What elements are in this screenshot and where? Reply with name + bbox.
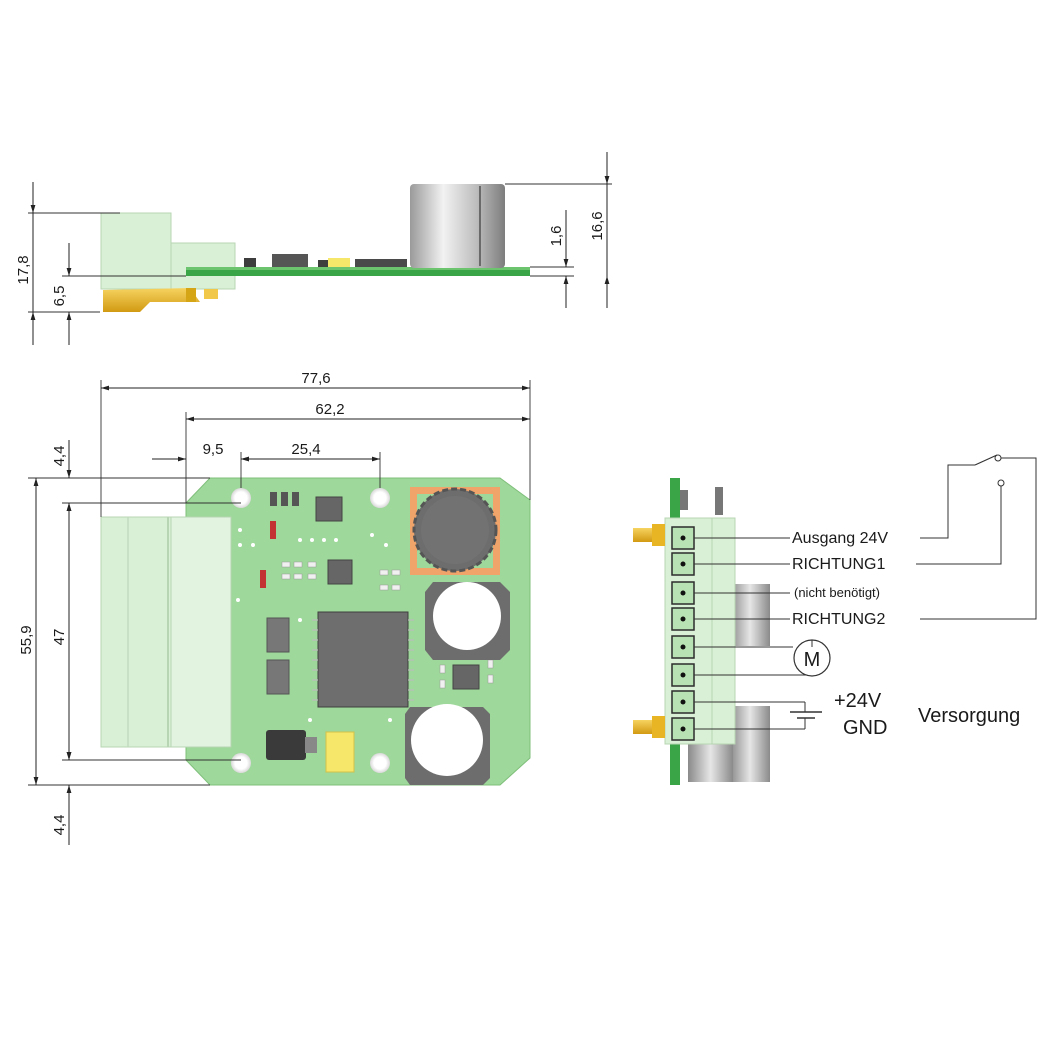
dim-connector-height: 6,5 <box>51 286 68 307</box>
pin-label-richtung2: RICHTUNG2 <box>792 611 885 628</box>
pin-label-not-needed: (nicht benötigt) <box>794 585 880 600</box>
top-view <box>100 477 531 786</box>
side-dimensions: 17,8 6,5 1,6 16,6 <box>15 152 612 345</box>
supply-plus-label: +24V <box>834 690 882 712</box>
inductor-2 <box>411 704 483 776</box>
side-view <box>100 184 530 312</box>
side-gold-pins <box>103 288 200 312</box>
mount-hole-top-right <box>370 488 390 508</box>
side-connector <box>100 212 172 290</box>
mount-hole-top-left <box>231 488 251 508</box>
supply-gnd-label: GND <box>843 717 887 739</box>
dim-hole-spacing: 25,4 <box>291 441 320 458</box>
dim-pcb-thickness: 1,6 <box>548 226 565 247</box>
yellow-component <box>325 731 355 773</box>
main-ic <box>317 611 409 708</box>
dim-pcb-length: 62,2 <box>315 401 344 418</box>
motor-label: M <box>804 649 821 671</box>
top-dimensions: 77,6 62,2 9,5 25,4 4,4 55,9 47 4,4 <box>18 370 531 845</box>
side-capacitor <box>410 184 505 268</box>
dim-pcb-width: 55,9 <box>18 625 35 654</box>
dim-component-height: 16,6 <box>589 211 606 240</box>
dim-overall-length: 77,6 <box>301 370 330 387</box>
mount-hole-bottom-left <box>231 753 251 773</box>
supply-title: Versorgung <box>918 705 1020 727</box>
dim-hole-offset-x: 9,5 <box>203 441 224 458</box>
side-pcb <box>186 267 530 276</box>
dim-hole-offset-bottom: 4,4 <box>51 815 68 836</box>
dim-hole-offset-top: 4,4 <box>51 446 68 467</box>
mount-hole-bottom-right <box>370 753 390 773</box>
connection-view: M Ausgang 24V RICHTUNG1 (nicht benötigt)… <box>633 454 1037 785</box>
pin-label-ausgang: Ausgang 24V <box>792 530 888 547</box>
inductor-1 <box>433 582 501 650</box>
dim-total-height: 17,8 <box>15 255 32 284</box>
pin-label-richtung1: RICHTUNG1 <box>792 556 885 573</box>
dim-hole-spacing-y: 47 <box>51 629 68 646</box>
